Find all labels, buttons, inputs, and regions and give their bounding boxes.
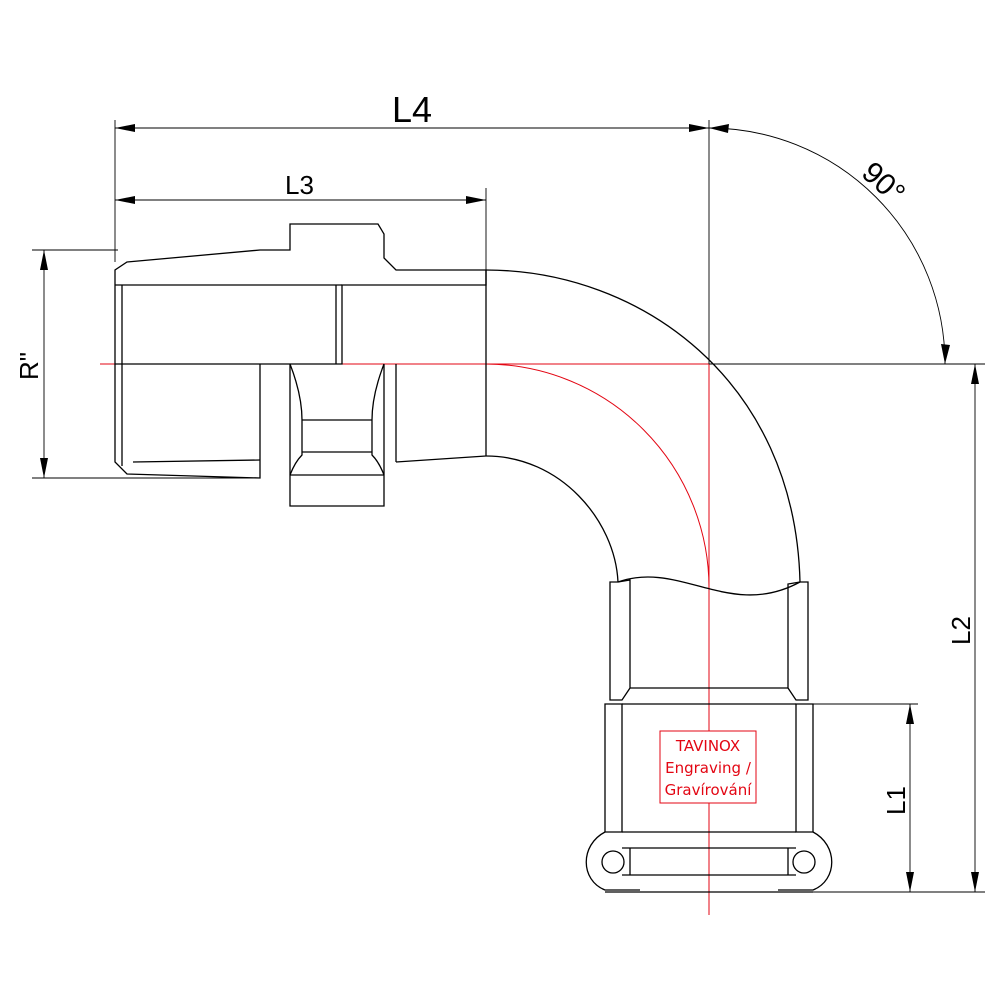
dimension-l2	[971, 364, 979, 892]
extension-lines	[32, 120, 985, 893]
dimension-l1	[906, 704, 914, 892]
thread-view	[114, 364, 261, 479]
label-l2: L2	[946, 616, 976, 645]
tube-straight	[395, 270, 487, 463]
engraving-line2: Engraving /	[665, 759, 752, 777]
engraving-line3: Gravírování	[665, 781, 753, 799]
press-socket	[585, 579, 833, 893]
elbow-bend	[485, 269, 801, 596]
dimension-l3	[115, 196, 486, 204]
hex-nut	[289, 363, 397, 507]
label-r: R"	[14, 352, 44, 380]
label-l3: L3	[285, 170, 314, 200]
dimension-angle	[708, 124, 950, 365]
label-angle: 90°	[855, 156, 911, 211]
dimension-r	[40, 250, 48, 478]
thread-section	[114, 223, 487, 365]
dimension-l4	[115, 124, 709, 132]
engraving-box: TAVINOX Engraving / Gravírování	[659, 730, 757, 804]
engraving-line1: TAVINOX	[675, 737, 740, 755]
label-l4: L4	[392, 89, 432, 130]
label-l1: L1	[881, 786, 911, 815]
